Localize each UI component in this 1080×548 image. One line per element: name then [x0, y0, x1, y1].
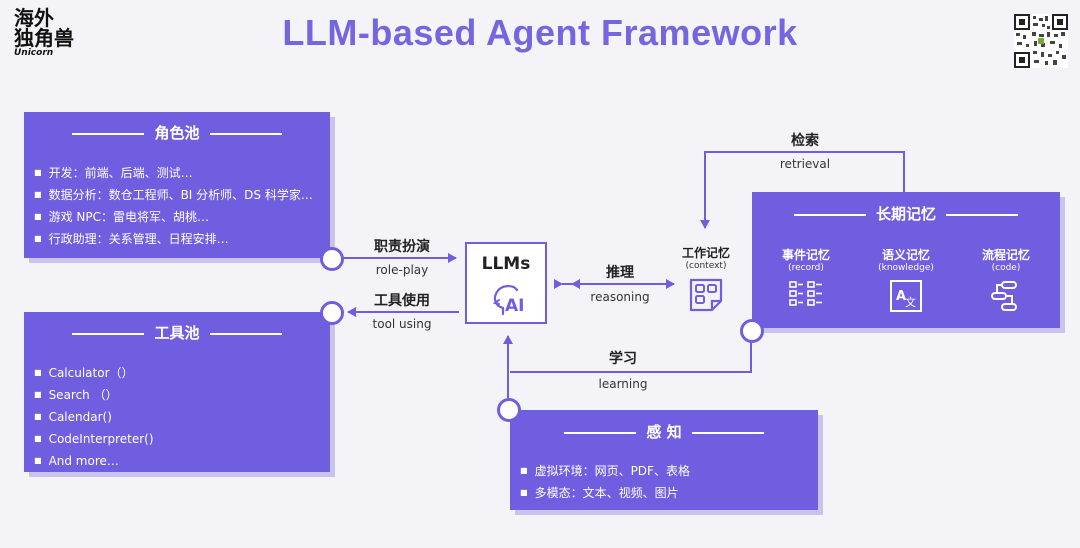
role-pool-heading: 角色池: [154, 124, 200, 142]
logo: 海外 独角兽 Unicorn: [14, 8, 74, 68]
perception-item: 虚拟环境：网页、PDF、表格: [520, 460, 690, 482]
role-pool-panel: 角色池 开发：前端、后端、测试… 数据分析：数仓工程师、BI 分析师、DS 科学…: [24, 112, 330, 258]
edge-retrieval: [700, 151, 905, 229]
working-memory-sub: (context): [685, 261, 727, 271]
logo-sub: Unicorn: [14, 48, 54, 58]
tool-pool-panel: 工具池 Calculator（） Search （） Calendar() Co…: [24, 312, 330, 472]
reasoning-label-en: reasoning: [590, 290, 650, 304]
svg-text:文: 文: [905, 295, 916, 309]
role-item: 数据分析：数仓工程师、BI 分析师、DS 科学家…: [34, 184, 313, 206]
retrieval-label: 检索: [791, 133, 819, 149]
role-pool-connector: [320, 247, 344, 271]
tool-item: CodeInterpreter(): [34, 428, 154, 450]
learning-label-en: learning: [598, 377, 648, 391]
learning-label: 学习: [609, 351, 637, 367]
tool-using-label-en: tool using: [372, 317, 432, 331]
long-memory-heading: 长期记忆: [875, 205, 936, 223]
role-item: 开发：前端、后端、测试…: [34, 162, 313, 184]
memory-col-record: 事件记忆 (record): [764, 246, 848, 317]
tool-pool-connector: [320, 301, 344, 325]
tool-item: And more…: [34, 450, 154, 472]
qr-code-icon: [1014, 14, 1068, 68]
reasoning-label: 推理: [606, 265, 634, 281]
role-play-label-en: role-play: [375, 263, 429, 277]
memory-col-code: 流程记忆 (code): [964, 246, 1048, 317]
llm-ai-text: AI: [505, 296, 525, 316]
perception-panel: 感 知 虚拟环境：网页、PDF、表格 多模态：文本、视频、图片: [510, 410, 818, 510]
retrieval-label-en: retrieval: [779, 157, 831, 171]
role-item: 游戏 NPC：雷电将军、胡桃…: [34, 206, 313, 228]
long-memory-panel: 长期记忆 事件记忆 (record) 语义记忆 (knowledge) A 文 …: [752, 192, 1060, 328]
logo-main: 海外 独角兽: [14, 6, 74, 50]
perception-connector: [497, 398, 521, 422]
tool-item: Calendar(): [34, 406, 154, 428]
perception-heading: 感 知: [646, 423, 682, 441]
edge-learning: [510, 339, 752, 373]
long-memory-connector: [740, 319, 764, 343]
working-memory: 工作记忆 (context): [672, 244, 740, 317]
svg-text:A: A: [896, 289, 906, 304]
role-item: 行政助理：关系管理、日程安排…: [34, 228, 313, 250]
page-title: LLM-based Agent Framework: [282, 12, 798, 53]
memo-grid-icon: [689, 278, 723, 312]
llm-box: LLMs AI: [465, 242, 547, 324]
flow-icon: [991, 281, 1017, 311]
translate-icon: A 文: [890, 280, 922, 312]
brain-ai-icon: [492, 285, 519, 316]
perception-item: 多模态：文本、视频、图片: [520, 482, 690, 504]
role-play-label: 职责扮演: [374, 239, 430, 255]
checklist-icon: [789, 281, 822, 306]
tool-item: Search （）: [34, 384, 154, 406]
tool-pool-heading: 工具池: [154, 324, 200, 342]
tool-item: Calculator（）: [34, 362, 154, 384]
memory-col-knowledge: 语义记忆 (knowledge) A 文: [864, 246, 948, 317]
working-memory-title: 工作记忆: [681, 246, 730, 260]
llm-label: LLMs: [481, 254, 531, 274]
tool-using-label: 工具使用: [374, 293, 430, 309]
